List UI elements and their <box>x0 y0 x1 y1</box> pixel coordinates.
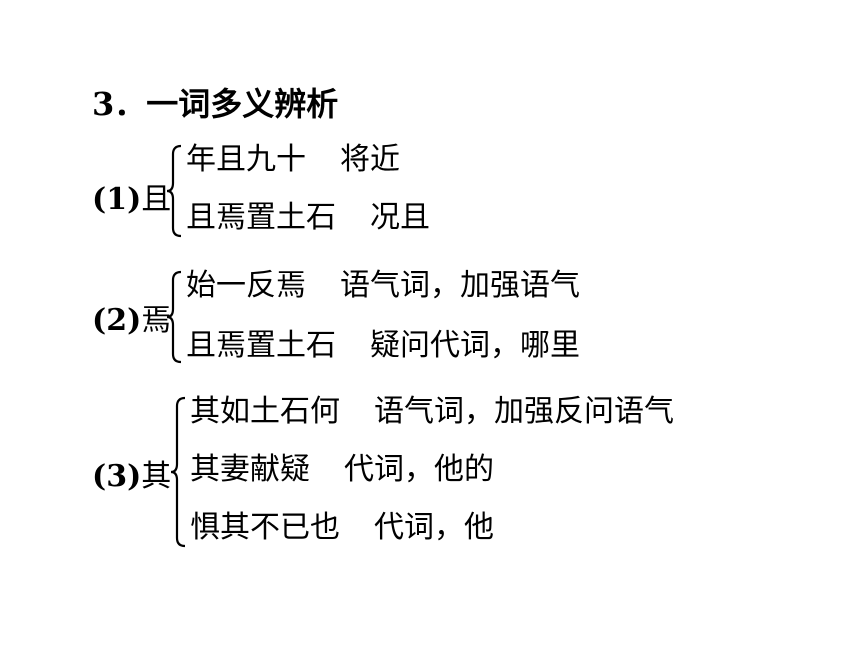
entry-phrase: 且焉置土石 <box>186 200 336 235</box>
left-brace-icon <box>166 144 182 238</box>
entry-phrase: 年且九十 <box>186 142 306 177</box>
entry-phrase: 且焉置土石 <box>186 328 336 363</box>
entry-meaning: 疑问代词，哪里 <box>370 328 580 363</box>
entry-phrase: 惧其不已也 <box>190 510 340 545</box>
group-character: 焉 <box>141 303 172 338</box>
entry-phrase: 始一反焉 <box>186 268 306 303</box>
left-brace-icon <box>170 396 186 548</box>
entry-line: 且焉置土石况且 <box>186 198 430 238</box>
entry-meaning: 语气词，加强语气 <box>340 268 580 303</box>
group-term: (3)其 <box>92 457 171 497</box>
entry-meaning: 况且 <box>370 200 430 235</box>
entry-line: 且焉置土石疑问代词，哪里 <box>186 326 580 366</box>
section-heading: 3．一词多义辨析 <box>92 85 339 123</box>
entry-line: 其妻献疑代词，他的 <box>190 450 494 490</box>
entry-phrase: 其妻献疑 <box>190 452 310 487</box>
entry-meaning: 代词，他 <box>374 510 494 545</box>
entry-meaning: 语气词，加强反问语气 <box>374 394 674 429</box>
group-number: (2) <box>92 303 142 338</box>
group-number: (3) <box>92 459 142 494</box>
entry-phrase: 其如土石何 <box>190 394 340 429</box>
left-brace-icon <box>166 270 182 364</box>
entry-meaning: 代词，他的 <box>344 452 494 487</box>
group-term: (2)焉 <box>92 301 171 341</box>
entry-meaning: 将近 <box>340 142 400 177</box>
group-number: (1) <box>92 182 142 217</box>
group-term: (1)且 <box>92 180 171 220</box>
group-character: 其 <box>141 459 172 494</box>
entry-line: 年且九十将近 <box>186 140 400 180</box>
entry-line: 始一反焉语气词，加强语气 <box>186 266 580 306</box>
group-character: 且 <box>141 182 172 217</box>
entry-line: 惧其不已也代词，他 <box>190 508 494 548</box>
entry-line: 其如土石何语气词，加强反问语气 <box>190 392 674 432</box>
